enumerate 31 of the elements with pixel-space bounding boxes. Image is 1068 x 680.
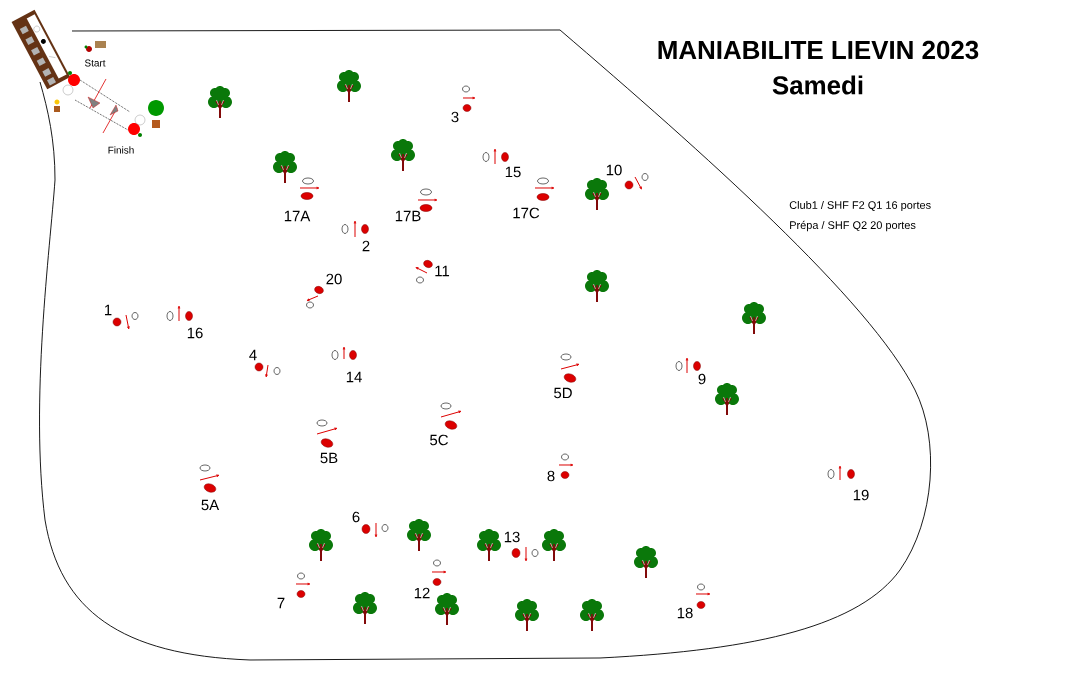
obstacle-number: 10 [606, 164, 622, 176]
obstacle-number: 4 [249, 349, 257, 361]
obstacle-number: 13 [504, 531, 520, 543]
obstacle-number: 5D [554, 387, 572, 399]
obstacle-number: 11 [435, 265, 450, 277]
obstacle-number: 14 [346, 371, 362, 383]
start-label: Start [84, 59, 106, 67]
obstacle-number: 18 [677, 607, 693, 619]
obstacle-number: 2 [362, 240, 370, 252]
obstacle-number: 15 [505, 166, 521, 178]
obstacle-number: 7 [277, 597, 285, 609]
obstacle-number: 6 [352, 511, 360, 523]
obstacle-number: 5B [320, 452, 338, 464]
obstacle-number: 8 [547, 470, 555, 482]
class-note: Club1 / SHF F2 Q1 16 portes [789, 200, 931, 212]
obstacle-number: 17B [395, 210, 421, 222]
obstacle-number: 3 [451, 111, 459, 123]
obstacle-number: 16 [187, 327, 203, 339]
obstacle-number: 17C [513, 207, 540, 219]
finish-label: Finish [108, 146, 134, 154]
obstacle-number: 5C [430, 434, 448, 446]
obstacle-number: 20 [326, 273, 342, 285]
class-note: Prépa / SHF Q2 20 portes [790, 220, 916, 232]
obstacle-number: 5A [201, 499, 220, 511]
obstacle-number: 19 [853, 489, 869, 501]
obstacle-number: 17A [284, 210, 311, 222]
course-subtitle: Samedi [772, 75, 863, 95]
obstacle-number: 9 [698, 373, 706, 385]
course-title: MANIABILITE LIEVIN 2023 [658, 40, 979, 60]
obstacle-number: 12 [414, 587, 430, 599]
obstacle-number: 1 [105, 304, 112, 316]
